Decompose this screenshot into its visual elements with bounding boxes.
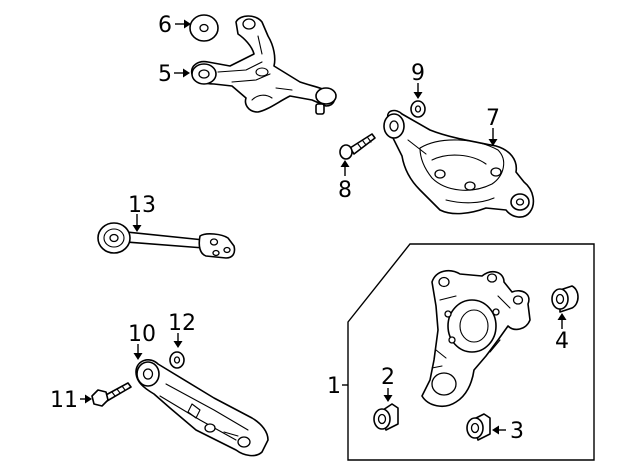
callout-6: 6	[158, 13, 172, 38]
upper-control-arm-icon	[190, 15, 337, 115]
bushing-icon	[466, 413, 491, 441]
bolt-icon	[339, 133, 376, 160]
callout-12: 12	[168, 311, 196, 336]
washer-icon	[169, 351, 185, 369]
callout-5: 5	[158, 62, 172, 87]
callout-13: 13	[128, 193, 156, 218]
callout-10: 10	[128, 322, 156, 347]
callout-labels: 6 5 9 7 8 13 12 10 11 4 2 3 1	[50, 13, 569, 444]
callout-11: 11	[50, 388, 78, 413]
bolt-icon	[91, 382, 132, 407]
knuckle-assembly-icon	[421, 269, 531, 408]
washer-icon	[189, 14, 219, 42]
callout-4: 4	[555, 329, 569, 354]
callout-3: 3	[510, 419, 524, 444]
assembly-frame	[347, 243, 595, 461]
callout-1: 1	[327, 374, 341, 399]
lower-control-arm-icon	[383, 109, 535, 218]
callout-9: 9	[411, 61, 425, 86]
callout-2: 2	[381, 365, 395, 390]
trailing-arm-icon	[135, 359, 269, 457]
leader-lines	[80, 19, 567, 435]
washer-icon	[410, 100, 426, 118]
toe-link-icon	[97, 222, 236, 259]
callout-7: 7	[486, 106, 500, 131]
bushing-icon	[373, 403, 399, 431]
bushing-icon	[551, 285, 579, 313]
callout-8: 8	[338, 178, 352, 203]
